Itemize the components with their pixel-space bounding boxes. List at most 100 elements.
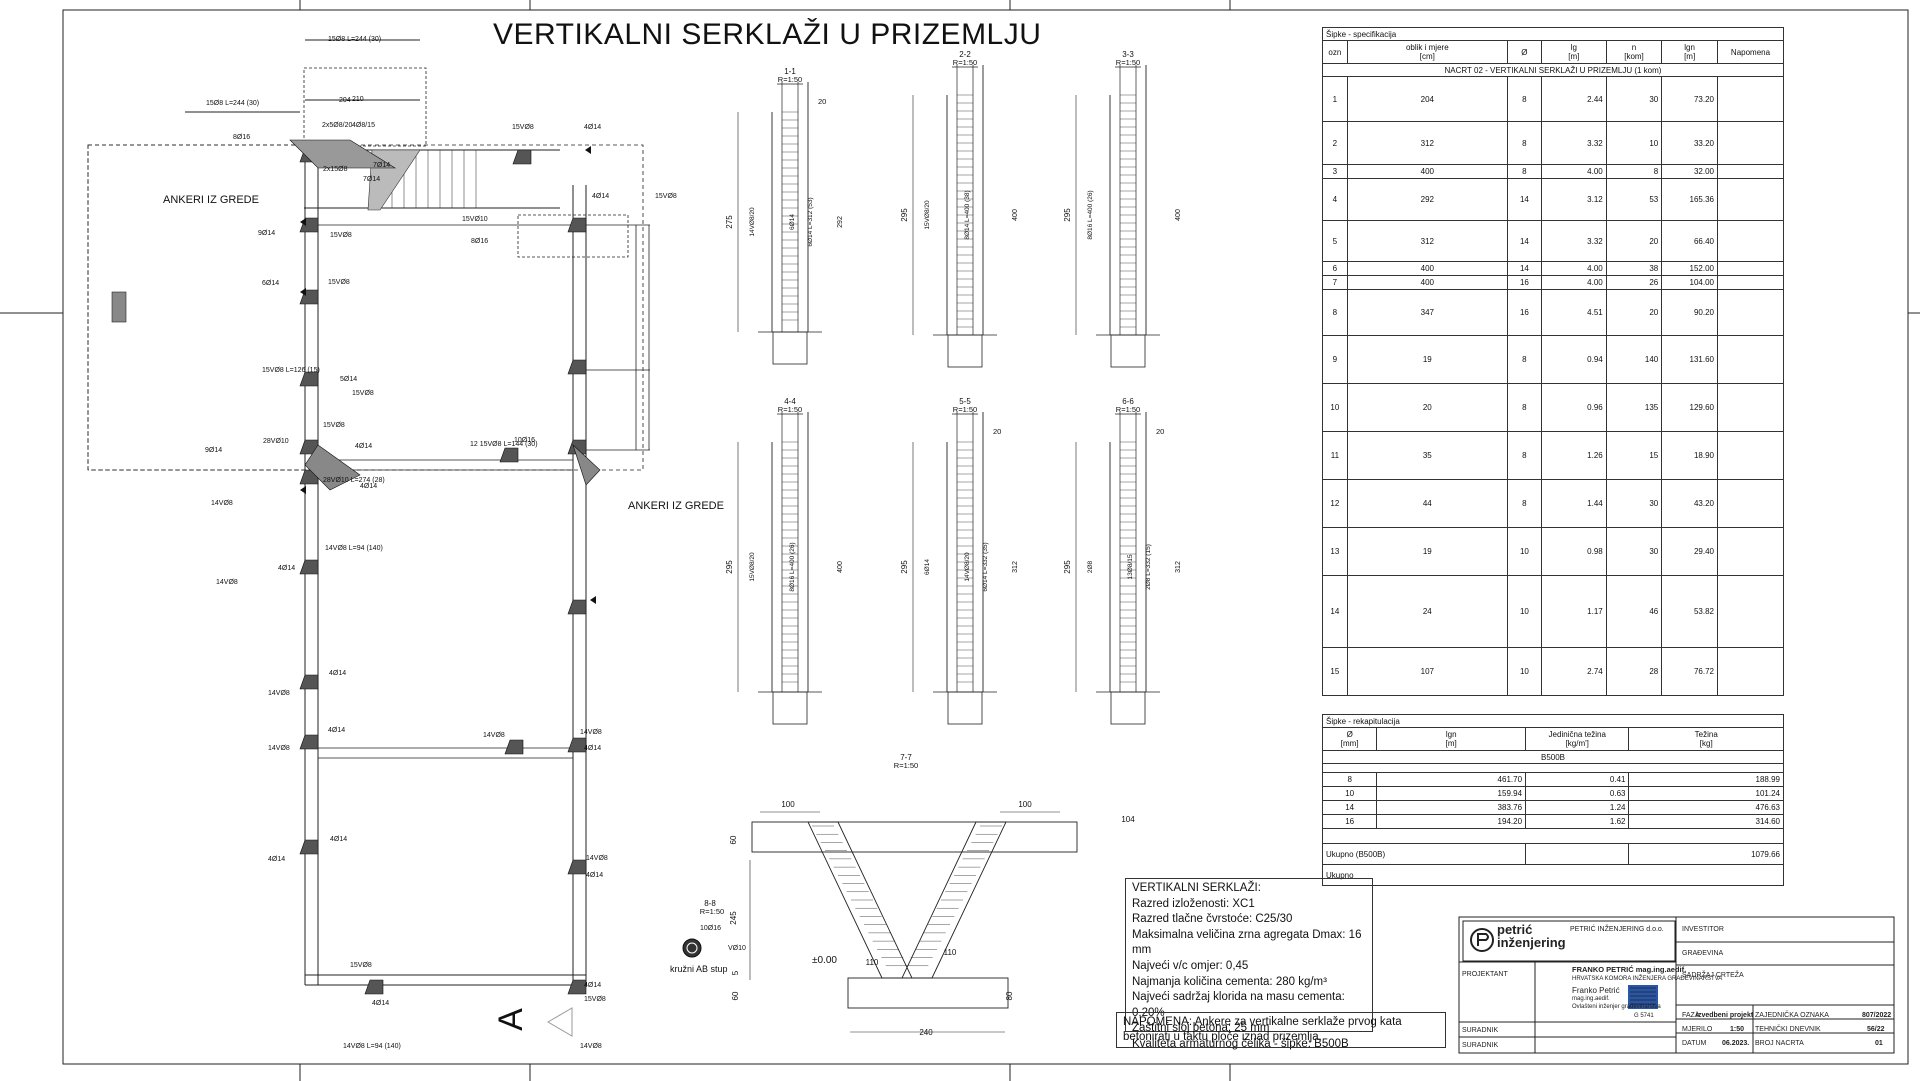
section-label: 6Ø14 [924,559,931,575]
table-cell: 14 [1506,261,1542,276]
section-footing [947,334,983,368]
recap-spacer-row [1322,763,1784,773]
table-cell [1716,164,1785,179]
section-label: 6Ø14 [789,214,796,230]
recap-heading-row: Šipke - rekapitulacija [1322,714,1784,728]
table-cell: 383.76 [1376,800,1527,815]
table-cell: 1 [1322,76,1348,122]
table-cell: 28 [1605,647,1663,696]
plan-label: 15VØ8 [330,232,352,239]
plan-label: 5Ø14 [340,376,358,383]
table-cell: lgn[m] [1661,40,1718,64]
table-cell: 1.17 [1540,575,1607,648]
plan-label: 4Ø14 [584,745,602,752]
concrete-notes: VERTIKALNI SERKLAŽI: Razred izloženosti:… [1125,878,1373,1050]
table-cell: Ø [1506,40,1542,64]
mjerilo-value: 1:50 [1730,1026,1745,1033]
table-cell [1322,763,1784,773]
plan-label: 4Ø8/15 [352,122,375,129]
zop-value: 807/2022 [1862,1012,1892,1019]
section-name: 5-5 [959,397,971,406]
section-8-ring [686,942,698,954]
section-7-dim: 5 [731,970,740,975]
section-footing [1110,691,1146,725]
stamp-name: Franko Petrić [1572,986,1620,995]
table-cell: 107 [1346,647,1508,696]
broj-value: 01 [1875,1040,1883,1047]
table-cell: 292 [1346,178,1508,221]
table-cell: 53 [1605,178,1663,221]
section-scale: R=1:50 [778,75,802,84]
table-cell: 135 [1605,383,1663,432]
view-triangle [547,1007,573,1037]
table-cell [1716,647,1785,696]
stamp-title: mag.ing.aedif. [1572,996,1610,1002]
brand-logo-icon [1470,928,1494,952]
plan-label: 8Ø16 [233,134,251,141]
section-marker-0 [585,146,591,154]
mjerilo-label: MJERILO [1682,1026,1713,1033]
section-height: 295 [900,208,909,222]
plan-label: 15VØ8 [352,390,374,397]
table-cell: 3 [1322,164,1348,179]
table-cell: 19 [1346,527,1508,576]
notes-line: Kvaliteta armaturnog čelika - šipke: B50… [1132,1037,1349,1050]
brand-line1: petrić [1497,922,1533,937]
plan-label: 4Ø14 [584,982,602,989]
table-cell: 3.12 [1540,178,1607,221]
plan-label: 204 [339,97,351,104]
section-name: 4-4 [784,397,796,406]
table-cell: 476.63 [1628,800,1784,815]
plan-label: 210 [352,96,364,103]
column-2 [567,217,587,233]
notes-line: Zaštitni sloj betona: 25 mm [1132,1022,1270,1035]
brand-name: petrić inženjering [1497,923,1566,949]
table-cell: 8 [1506,479,1542,528]
table-cell: 14 [1506,220,1542,262]
td-value: 56/22 [1867,1026,1885,1033]
drawing-title: VERTIKALNI SERKLAŽI U PRIZEMLJU [493,18,1042,51]
section-dim-side: 312 [1175,561,1182,573]
section-name: 2-2 [959,50,971,59]
table-cell: 35 [1346,431,1508,480]
table-cell: 461.70 [1376,772,1527,787]
section-label: 13Ø8/15 [1127,554,1134,579]
table-cell: 90.20 [1661,289,1718,336]
table-cell: 66.40 [1661,220,1718,262]
column-3 [299,217,319,233]
node-hatch-mid [304,444,361,491]
stamp-number: G 5741 [1634,1013,1654,1019]
section-label: 14VØ8/20 [749,207,756,237]
zop-label: ZAJEDNIČKA OZNAKA [1755,1012,1829,1019]
datum-value: 06.2023. [1722,1040,1750,1047]
recap-material-row: B500B [1322,750,1784,764]
table-cell: 0.63 [1525,786,1630,801]
table-cell [1716,178,1785,221]
table-cell [1716,431,1785,480]
table-cell: 10 [1506,527,1542,576]
section-marker-3 [590,596,596,604]
table-cell: 8 [1506,383,1542,432]
section-name: 3-3 [1122,50,1134,59]
table-cell: 8 [1506,335,1542,384]
column-12 [567,599,587,615]
plan-label: 4Ø14 [278,565,296,572]
section-dim-small: 20 [818,97,826,106]
table-cell: 312 [1346,121,1508,165]
section-7-dim: 100 [781,800,795,809]
table-cell: 194.20 [1376,814,1527,829]
column-18 [567,859,587,875]
table-cell: 104.00 [1661,275,1718,290]
